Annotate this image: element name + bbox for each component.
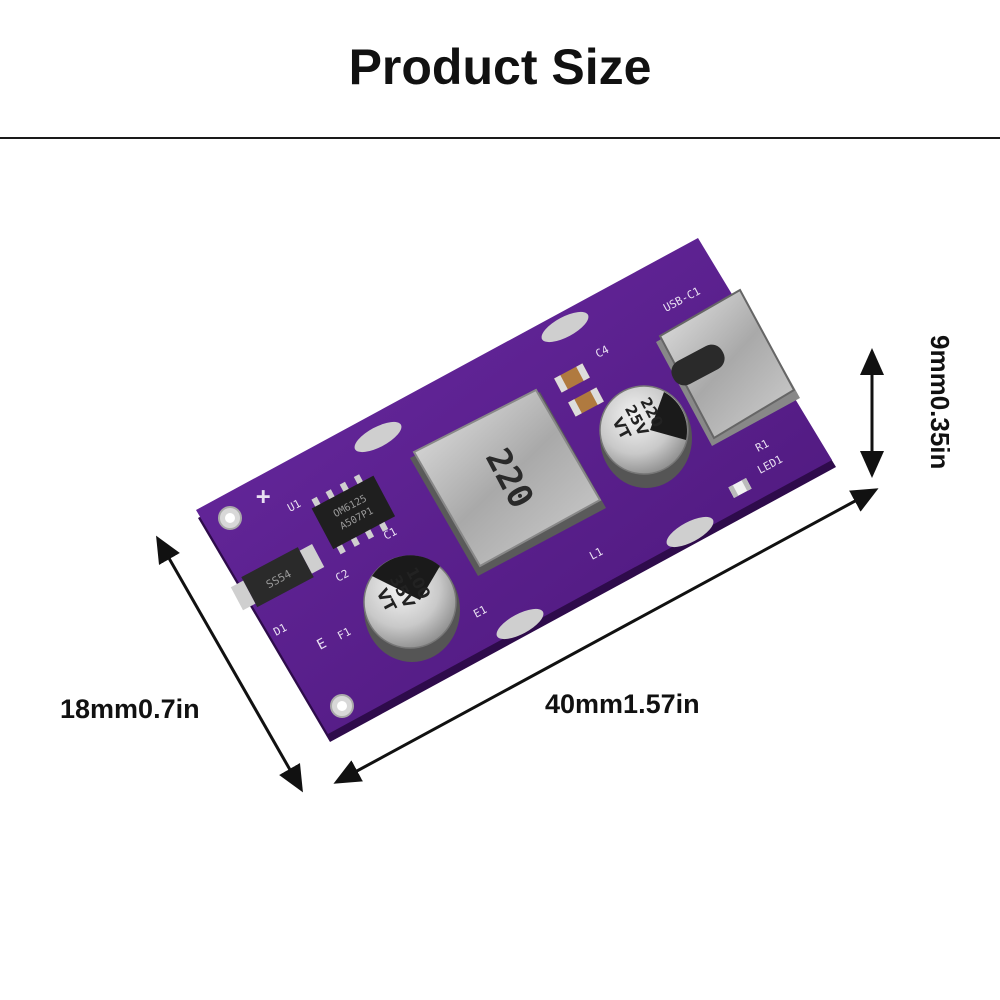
usb-c-connector bbox=[656, 288, 800, 446]
page-title: Product Size bbox=[348, 39, 652, 95]
smd-capacitors bbox=[554, 363, 604, 417]
height-dimension-label: 9mm0.35in bbox=[925, 335, 955, 470]
silk-u1: U1 bbox=[285, 497, 303, 515]
width-dimension-label: 18mm0.7in bbox=[60, 694, 200, 724]
width-dimension-arrow bbox=[156, 535, 303, 793]
header-divider bbox=[0, 137, 1000, 139]
silk-plus: + bbox=[256, 482, 270, 510]
capacitor-220uf: 220 25V VT bbox=[599, 385, 692, 488]
length-dimension-arrow bbox=[333, 488, 879, 784]
silk-c4: C4 bbox=[593, 343, 611, 361]
length-dimension-label: 40mm1.57in bbox=[545, 689, 700, 719]
silk-r1: R1 bbox=[753, 437, 771, 455]
